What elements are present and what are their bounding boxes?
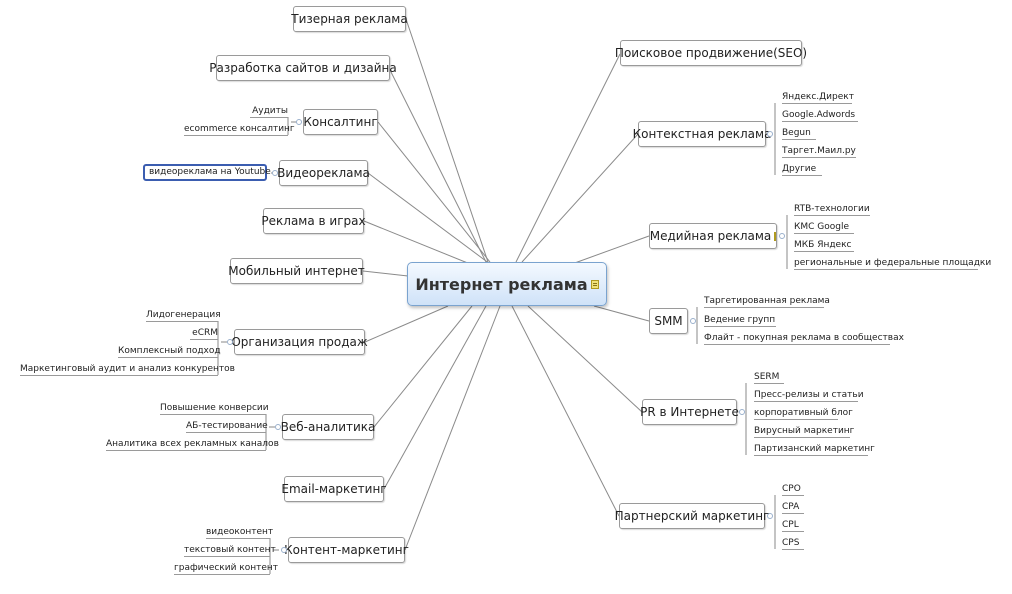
subtopic-google-adwords[interactable]: Google.Adwords <box>782 110 858 122</box>
subtopic-rtb[interactable]: RTB-технологии <box>794 204 870 216</box>
subtopic-marketing-audit[interactable]: Маркетинговый аудит и анализ конкурентов <box>20 364 235 376</box>
topic-connector <box>521 133 639 263</box>
subtopic-corporate-blog[interactable]: корпоративный блог <box>754 408 853 420</box>
topic-connector <box>383 305 487 490</box>
subtopic-begun[interactable]: Begun <box>782 128 816 140</box>
subtopic-regional-platforms[interactable]: региональные и федеральные площадки <box>794 258 992 270</box>
central-topic[interactable]: Интернет реклама <box>407 262 607 306</box>
subtopic-group-management[interactable]: Ведение групп <box>704 315 776 327</box>
topic-media-ads[interactable]: Медийная реклама <box>649 223 777 249</box>
collapse-toggle[interactable] <box>767 131 773 137</box>
topic-web-analytics[interactable]: Веб-аналитика <box>280 414 376 440</box>
subtopic-youtube-video-ads[interactable]: видеореклама на Youtube <box>143 164 271 181</box>
topic-partner-marketing[interactable]: Партнерский маркетинг <box>615 503 769 529</box>
subtopic-ecommerce-consulting[interactable]: ecommerce консалтинг <box>184 124 295 136</box>
topic-label: SMM <box>654 314 683 328</box>
topic-connector <box>388 67 487 263</box>
topic-email-marketing[interactable]: Email-маркетинг <box>281 476 387 502</box>
subtopic-other[interactable]: Другие <box>782 164 822 176</box>
topic-label: PR в Интернете <box>640 405 739 419</box>
topic-connector <box>364 305 449 343</box>
collapse-toggle[interactable] <box>275 424 281 430</box>
topic-label: Организация продаж <box>231 335 368 349</box>
topic-mobile-internet[interactable]: Мобильный интернет <box>228 258 365 284</box>
subtopic-cpo[interactable]: CPO <box>782 484 804 496</box>
subtopic-guerrilla-marketing[interactable]: Партизанский маркетинг <box>754 444 875 456</box>
topic-web-development[interactable]: Разработка сайтов и дизайна <box>209 55 397 81</box>
subtopic-video-content[interactable]: видеоконтент <box>206 527 274 539</box>
collapse-toggle[interactable] <box>296 119 302 125</box>
note-icon[interactable] <box>590 279 599 289</box>
topic-label: Консалтинг <box>303 115 378 129</box>
topic-connector <box>377 121 491 263</box>
topic-connector <box>373 305 473 428</box>
topic-sales-organization[interactable]: Организация продаж <box>231 329 368 355</box>
topic-connector <box>511 305 620 517</box>
collapse-toggle[interactable] <box>779 233 785 239</box>
topic-label: Разработка сайтов и дизайна <box>209 61 397 75</box>
topic-label: Веб-аналитика <box>280 420 376 434</box>
collapse-toggle[interactable] <box>227 339 233 345</box>
subtopic-cpl[interactable]: CPL <box>782 520 804 532</box>
collapse-toggle[interactable] <box>272 170 278 176</box>
topic-connector <box>362 270 409 277</box>
topic-label: Видеореклама <box>277 166 370 180</box>
topic-label: Поисковое продвижение(SEO) <box>614 46 808 60</box>
subtopic-serm[interactable]: SERM <box>754 372 784 384</box>
topic-consulting[interactable]: Консалтинг <box>303 109 378 135</box>
topic-label: Контекстная реклама <box>632 127 772 141</box>
topic-label: Мобильный интернет <box>228 264 365 278</box>
subtopic-press-releases[interactable]: Пресс-релизы и статьи <box>754 390 864 402</box>
topic-label: Медийная реклама <box>649 229 772 243</box>
subtopic-conversion[interactable]: Повышение конверсии <box>160 403 269 415</box>
topic-label: Партнерский маркетинг <box>614 509 770 523</box>
topic-pr-internet[interactable]: PR в Интернете <box>640 399 739 425</box>
subtopic-ecrm[interactable]: eCRM <box>190 328 218 340</box>
topic-label: Контент-маркетинг <box>284 543 409 557</box>
subtopic-flight-ads[interactable]: Флайт - покупная реклама в сообществах <box>704 333 904 345</box>
subtopic-audits[interactable]: Аудиты <box>250 106 288 118</box>
subtopic-kms-google[interactable]: КМС Google <box>794 222 854 234</box>
topic-connector <box>367 172 491 265</box>
subtopic-lead-generation[interactable]: Лидогенерация <box>146 310 221 322</box>
note-icon[interactable] <box>774 231 777 241</box>
topic-smm[interactable]: SMM <box>649 308 688 334</box>
subtopic-cps[interactable]: CPS <box>782 538 804 550</box>
collapse-toggle[interactable] <box>767 513 773 519</box>
topic-video-ads[interactable]: Видеореклама <box>277 160 370 186</box>
topic-connector <box>593 305 650 322</box>
subtopic-complex-approach[interactable]: Комплексный подход <box>118 346 221 358</box>
subtopic-viral-marketing[interactable]: Вирусный маркетинг <box>754 426 855 438</box>
subtopic-analytics-channels[interactable]: Аналитика всех рекламных каналов <box>106 439 279 451</box>
collapse-toggle[interactable] <box>739 409 745 415</box>
subtopic-mkb-yandex[interactable]: МКБ Яндекс <box>794 240 854 252</box>
topic-connector <box>404 305 501 551</box>
topic-connector <box>527 305 643 413</box>
subtopic-targeted-ads[interactable]: Таргетированная реклама <box>704 296 830 308</box>
subtopic-ab-testing[interactable]: АБ-тестирование <box>186 421 268 433</box>
topic-label: Email-маркетинг <box>281 482 387 496</box>
topic-connector <box>515 53 621 263</box>
collapse-toggle[interactable] <box>690 318 696 324</box>
subtopic-cpa[interactable]: CPA <box>782 502 804 514</box>
topic-label: Тизерная реклама <box>291 12 408 26</box>
subtopic-graphic-content[interactable]: графический контент <box>174 563 279 575</box>
topic-connector <box>571 235 650 265</box>
central-topic-label: Интернет реклама <box>415 274 588 294</box>
topic-game-ads[interactable]: Реклама в играх <box>261 208 366 234</box>
subtopic-yandex-direct[interactable]: Яндекс.Директ <box>782 92 854 104</box>
subtopic-text-content[interactable]: текстовый контент <box>184 545 276 557</box>
topic-seo[interactable]: Поисковое продвижение(SEO) <box>615 40 807 66</box>
topic-content-marketing[interactable]: Контент-маркетинг <box>284 537 409 563</box>
topic-connector <box>363 220 481 269</box>
collapse-toggle[interactable] <box>281 547 287 553</box>
topic-label: Реклама в играх <box>261 214 366 228</box>
topic-context-ads[interactable]: Контекстная реклама <box>633 121 771 147</box>
topic-teaser-ads[interactable]: Тизерная реклама <box>291 6 408 32</box>
topic-connector <box>405 18 489 263</box>
subtopic-target-mail[interactable]: Таргет.Маил.ру <box>782 146 856 158</box>
